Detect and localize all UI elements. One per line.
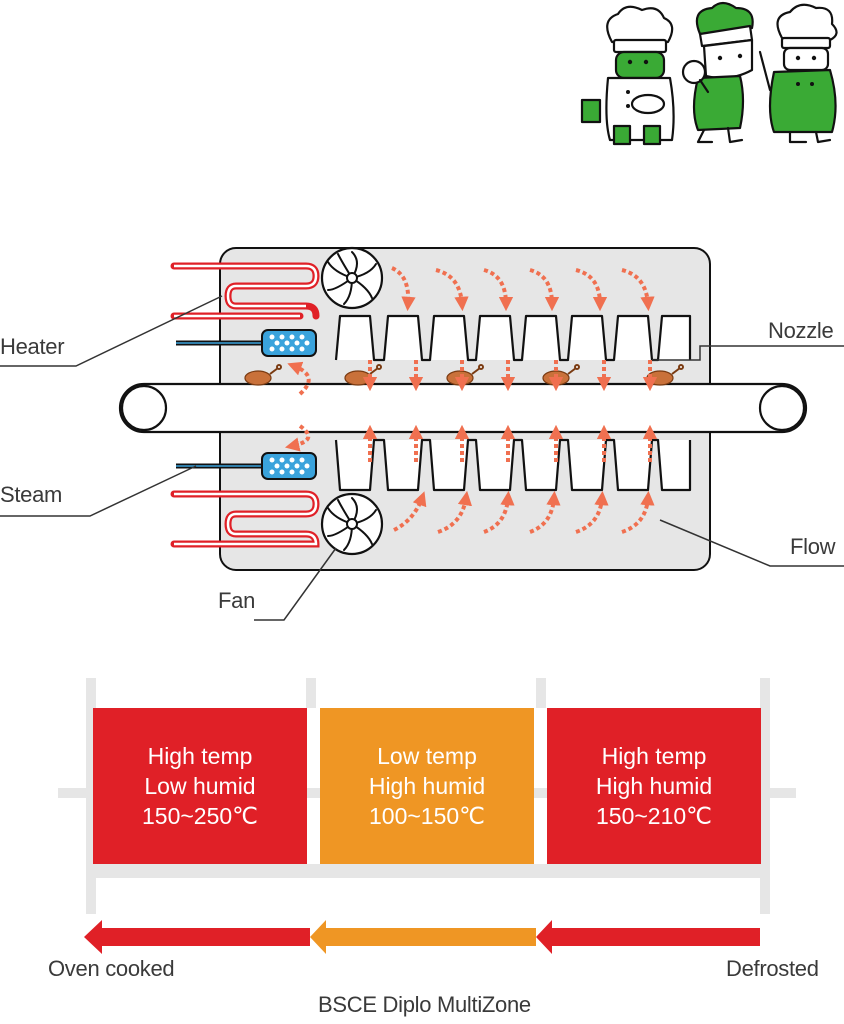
oven-cooked-label: Oven cooked: [48, 956, 175, 981]
zone-2-line1: Low temp: [377, 743, 477, 769]
chef-mascots-illustration: [580, 1, 838, 146]
zone-1-temperature: 150~250℃: [141, 803, 258, 829]
nozzle-row-top: [334, 314, 692, 362]
heater-label: Heater: [0, 334, 65, 359]
heater-coil-bottom-inner: [174, 492, 318, 546]
zone-3-temperature: 150~210℃: [595, 803, 712, 829]
heater-coil-top-inner: [174, 264, 318, 318]
fan-bottom: [320, 492, 384, 556]
fan-label: Fan: [218, 588, 256, 613]
zone-2-temperature: 100~150℃: [368, 803, 485, 829]
process-arrows: [84, 920, 760, 954]
arrow-segment-1: [536, 920, 760, 954]
steam-unit-bottom: [176, 452, 317, 480]
steam-label: Steam: [0, 482, 63, 507]
zone-2-line2: High humid: [368, 773, 486, 799]
zone-1: High temp Low humid 150~250℃: [93, 708, 307, 864]
zone-3: High temp High humid 150~210℃: [547, 708, 761, 864]
leader-lines: [0, 295, 844, 621]
zone-1-line2: Low humid: [144, 773, 256, 799]
chef-mascot-right: [758, 3, 838, 144]
nozzle-row-bottom: [334, 438, 692, 492]
caption: BSCE Diplo MultiZone: [318, 992, 531, 1017]
chef-mascot-middle: [681, 1, 754, 144]
zone-1-line1: High temp: [147, 743, 253, 769]
conveyor-belt: [118, 382, 808, 434]
fan-top: [320, 246, 384, 310]
arrow-segment-2: [310, 920, 536, 954]
flow-label: Flow: [790, 534, 836, 559]
zone-3-line1: High temp: [601, 743, 707, 769]
nozzle-label: Nozzle: [768, 318, 834, 343]
airflow-arrows: [284, 266, 658, 534]
steam-unit-top: [176, 329, 317, 357]
zone-3-line2: High humid: [595, 773, 713, 799]
chef-mascot-left: [580, 5, 675, 146]
zone-2: Low temp High humid 100~150℃: [320, 708, 534, 864]
arrow-segment-3: [84, 920, 310, 954]
defrosted-label: Defrosted: [726, 956, 819, 981]
